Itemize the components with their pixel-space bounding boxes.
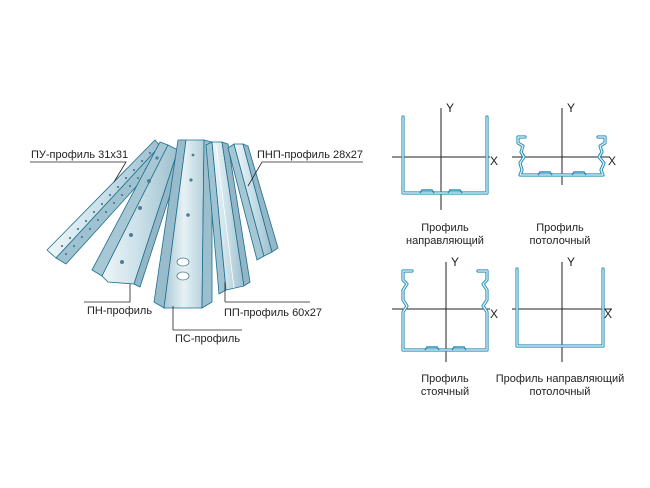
pnp-profile-label: ПНП-профиль 28х27: [257, 149, 363, 161]
x-axis-label: X: [490, 307, 498, 321]
pnp-profile-drawing: [227, 143, 279, 261]
caption-line2: направляющий: [406, 235, 484, 247]
label-leaders: [30, 161, 363, 331]
y-axis-label: Y: [567, 101, 575, 115]
pp-profile-label: ПП-профиль 60х27: [224, 307, 322, 319]
pu-perforation: [60, 151, 156, 256]
x-axis-label: X: [608, 154, 616, 168]
section-ceiling: Y X Профиль потолочный: [512, 101, 616, 247]
caption-line1: Профиль: [421, 373, 469, 385]
y-axis-label: Y: [451, 255, 459, 269]
y-axis-label: Y: [567, 255, 575, 269]
caption-line1: Профиль: [536, 222, 584, 234]
pn-profile-label: ПН-профиль: [87, 305, 152, 317]
x-axis-label: X: [604, 307, 612, 321]
x-axis-label: X: [490, 154, 498, 168]
caption-line1: Профиль: [421, 222, 469, 234]
caption-line2: потолочный: [530, 386, 591, 398]
y-axis-label: Y: [446, 101, 454, 115]
section-stud: Y X Профиль стоячный: [392, 255, 498, 398]
section-ceiling-guide: Y X Профиль направляющий потолочный: [496, 255, 624, 398]
caption-line2: стоячный: [421, 386, 469, 398]
pu-profile-drawing: [46, 139, 165, 265]
section-guide: Y X Профиль направляющий: [392, 101, 498, 247]
ps-profile-label: ПС-профиль: [175, 333, 240, 345]
caption-line1: Профиль направляющий: [496, 373, 624, 385]
ps-profile-drawing: [153, 139, 213, 309]
caption-line2: потолочный: [530, 235, 591, 247]
pp-profile-drawing: [205, 141, 251, 295]
pu-profile-label: ПУ-профиль 31х31: [31, 149, 128, 161]
profile-illustrations: ПУ-профиль 31х31 ПНП-профиль 28х27 ПН-пр…: [30, 139, 363, 345]
